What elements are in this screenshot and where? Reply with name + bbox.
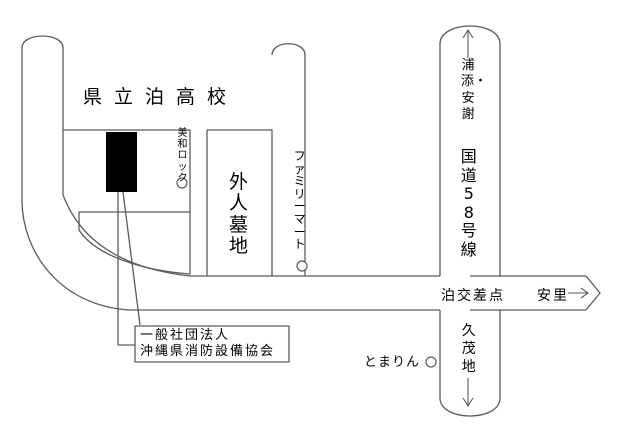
intersection-label: 泊交差点 — [441, 288, 505, 304]
familymart-marker — [296, 260, 308, 272]
south-arrow-icon — [462, 378, 474, 408]
side-street — [271, 43, 306, 276]
familymart-label: ファミリーマート — [293, 149, 306, 252]
tomarin-marker — [425, 356, 437, 368]
cemetery-label: 外人墓地 — [228, 171, 248, 257]
mirock-label: 美和ロック — [177, 128, 188, 184]
association-building — [106, 132, 137, 192]
route58-name-label: 国道58号線 — [460, 147, 477, 259]
cemetery-block — [206, 129, 273, 276]
route58-outline — [439, 25, 501, 417]
association-pointer — [117, 191, 141, 346]
east-arrow-icon — [568, 287, 589, 299]
school-block — [63, 129, 191, 275]
mirock-marker — [176, 177, 188, 189]
association-box — [134, 325, 290, 363]
north-arrow-icon — [462, 28, 474, 58]
route58-north-label: 浦添・安謝 — [461, 58, 488, 123]
main-road-outline — [21, 35, 586, 311]
east-label: 安里 — [537, 288, 569, 304]
east-road-end — [585, 275, 601, 311]
association-line1: 一般社団法人 — [140, 328, 231, 343]
school-label: 県立泊高校 — [83, 86, 239, 108]
route58-south-label: 久茂地 — [461, 323, 476, 376]
tomarin-label: とまりん — [364, 355, 421, 370]
association-line2: 沖縄県消防設備協会 — [140, 344, 276, 359]
